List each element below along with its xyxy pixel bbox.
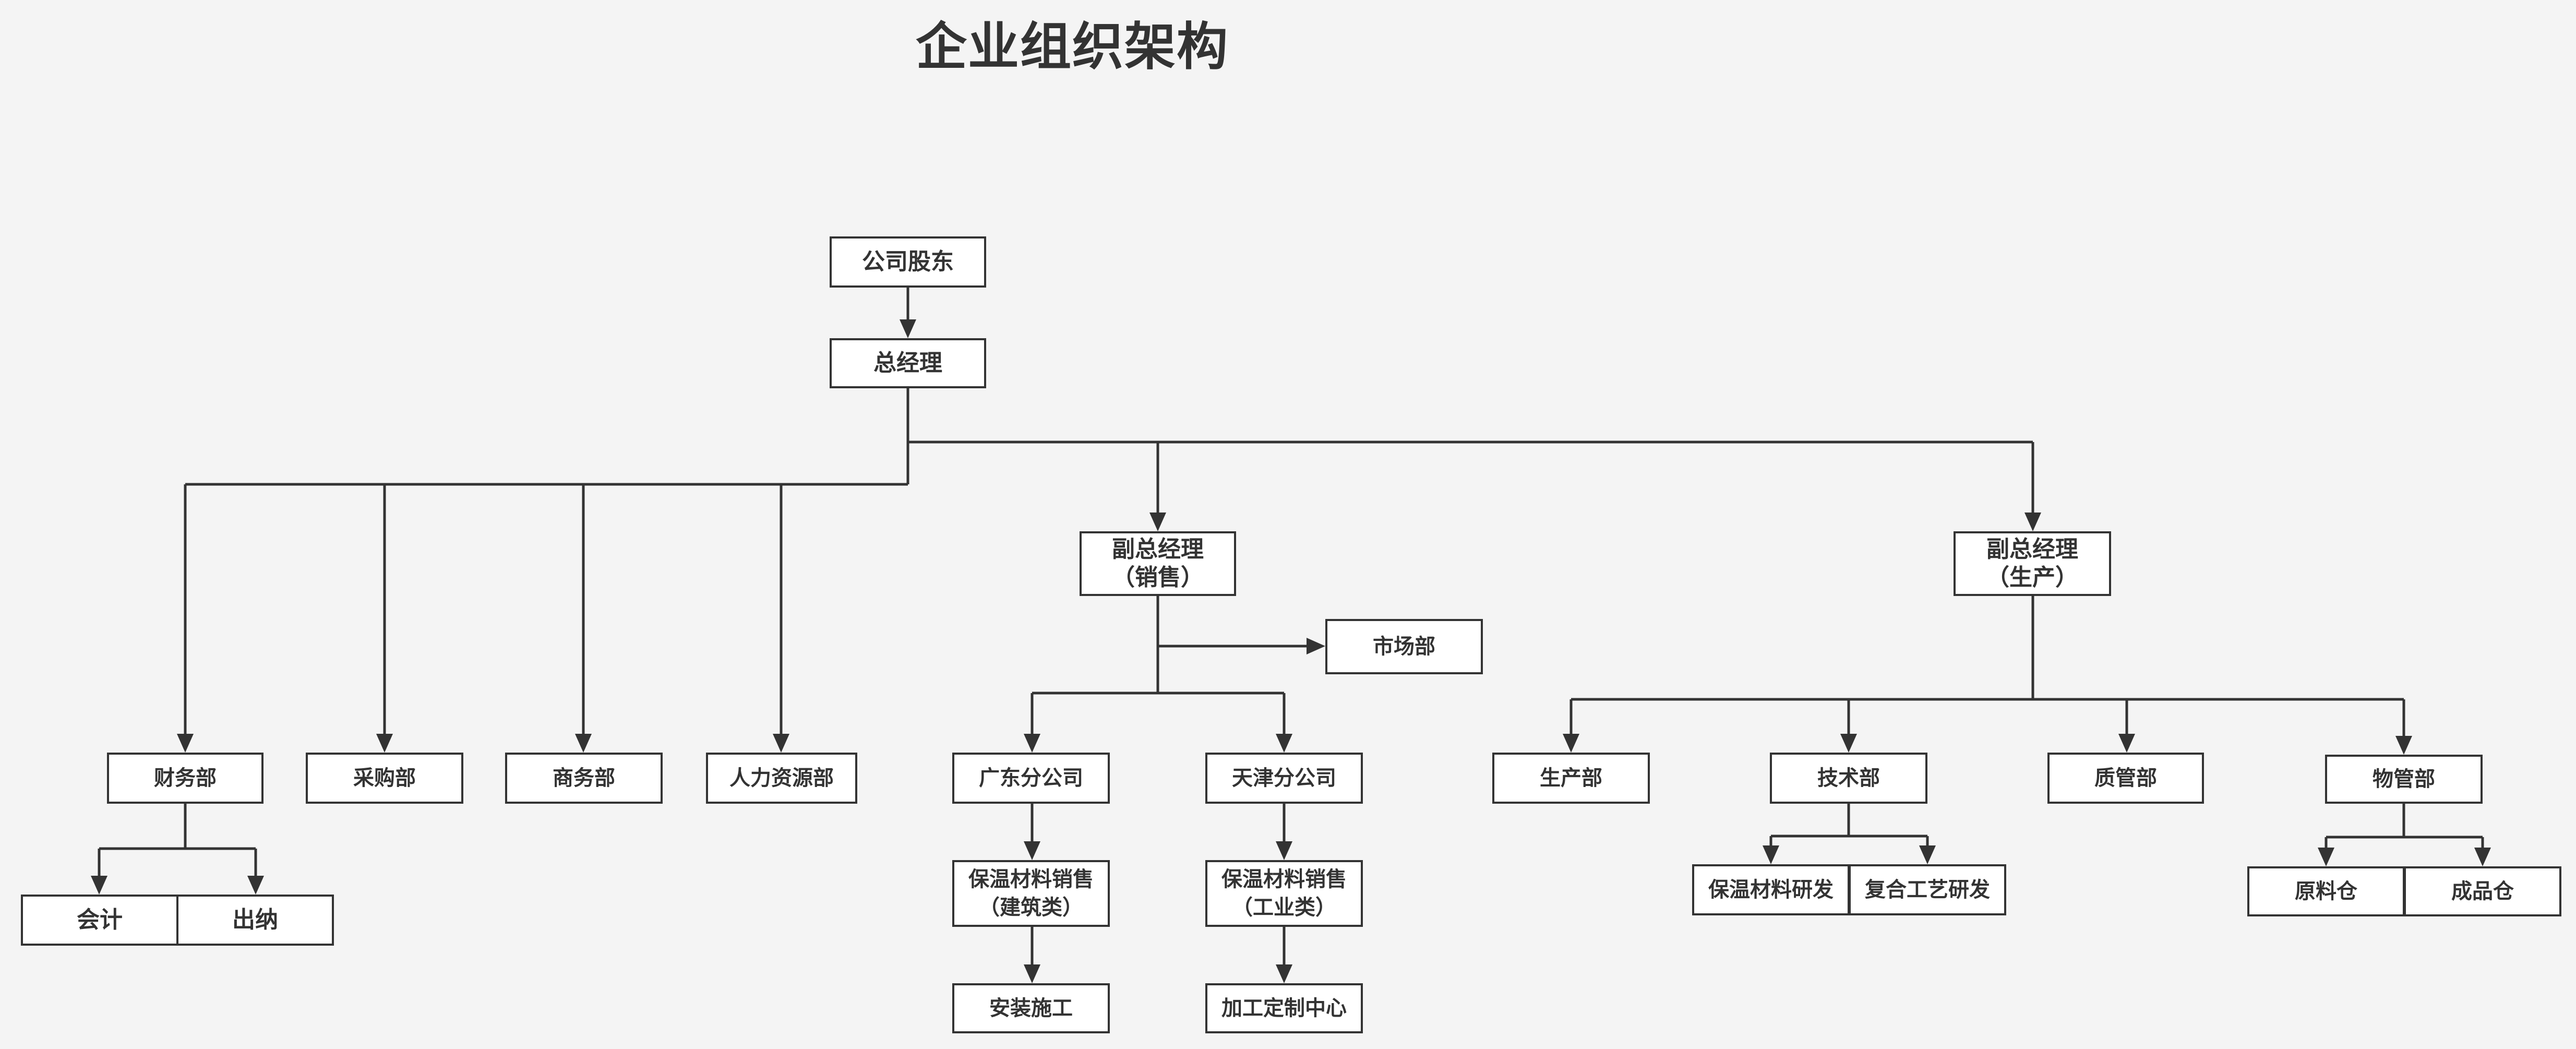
node-general-manager[interactable]: 总经理 bbox=[830, 338, 986, 388]
arrowhead bbox=[2118, 734, 2135, 753]
arrowhead bbox=[376, 734, 393, 753]
node-hr[interactable]: 人力资源部 bbox=[706, 753, 857, 804]
node-gd-sales[interactable]: 保温材料销售 （建筑类） bbox=[952, 860, 1110, 927]
node-installation[interactable]: 安装施工 bbox=[952, 983, 1110, 1033]
node-cashier[interactable]: 出纳 bbox=[176, 895, 334, 946]
node-materials[interactable]: 物管部 bbox=[2325, 755, 2483, 804]
arrowhead bbox=[247, 876, 264, 895]
arrowhead bbox=[91, 876, 107, 895]
arrowhead bbox=[1563, 734, 1579, 753]
node-product-warehouse[interactable]: 成品仓 bbox=[2404, 866, 2561, 916]
node-shareholders[interactable]: 公司股东 bbox=[830, 236, 986, 288]
arrowhead bbox=[1024, 734, 1040, 753]
arrowhead bbox=[773, 734, 789, 753]
node-guangdong[interactable]: 广东分公司 bbox=[952, 753, 1110, 804]
arrowhead bbox=[2474, 848, 2491, 866]
arrowhead bbox=[2395, 736, 2412, 755]
node-marketing[interactable]: 市场部 bbox=[1325, 619, 1483, 674]
arrowhead bbox=[1149, 512, 1166, 531]
arrowhead bbox=[1276, 964, 1292, 983]
node-raw-warehouse[interactable]: 原料仓 bbox=[2247, 866, 2405, 916]
node-finance[interactable]: 财务部 bbox=[107, 753, 263, 804]
node-business[interactable]: 商务部 bbox=[505, 753, 663, 804]
chart-title: 企业组织架构 bbox=[916, 17, 1229, 77]
arrowhead bbox=[1024, 841, 1040, 860]
arrowhead bbox=[575, 734, 592, 753]
arrowhead bbox=[1276, 734, 1292, 753]
arrowhead bbox=[1276, 841, 1292, 860]
node-tianjin[interactable]: 天津分公司 bbox=[1205, 753, 1363, 804]
arrowhead bbox=[1307, 638, 1325, 654]
node-production[interactable]: 生产部 bbox=[1492, 753, 1650, 804]
arrowhead bbox=[2024, 512, 2041, 531]
node-processing-center[interactable]: 加工定制中心 bbox=[1205, 983, 1363, 1033]
node-accounting[interactable]: 会计 bbox=[21, 895, 178, 946]
node-vp-sales[interactable]: 副总经理 （销售） bbox=[1080, 531, 1236, 596]
arrowhead bbox=[1763, 845, 1779, 864]
node-composite-rd[interactable]: 复合工艺研发 bbox=[1849, 864, 2006, 915]
node-tj-sales[interactable]: 保温材料销售 （工业类） bbox=[1205, 860, 1363, 927]
node-purchasing[interactable]: 采购部 bbox=[306, 753, 463, 804]
arrowhead bbox=[1840, 734, 1857, 753]
node-insulation-rd[interactable]: 保温材料研发 bbox=[1692, 864, 1850, 915]
arrowhead bbox=[1024, 964, 1040, 983]
arrowhead bbox=[1919, 845, 1936, 864]
node-quality[interactable]: 质管部 bbox=[2047, 753, 2204, 804]
arrowhead bbox=[2318, 848, 2334, 866]
node-technology[interactable]: 技术部 bbox=[1770, 753, 1927, 804]
node-vp-production[interactable]: 副总经理 （生产） bbox=[1954, 531, 2111, 596]
arrowhead bbox=[177, 734, 194, 753]
arrowhead bbox=[900, 319, 916, 338]
